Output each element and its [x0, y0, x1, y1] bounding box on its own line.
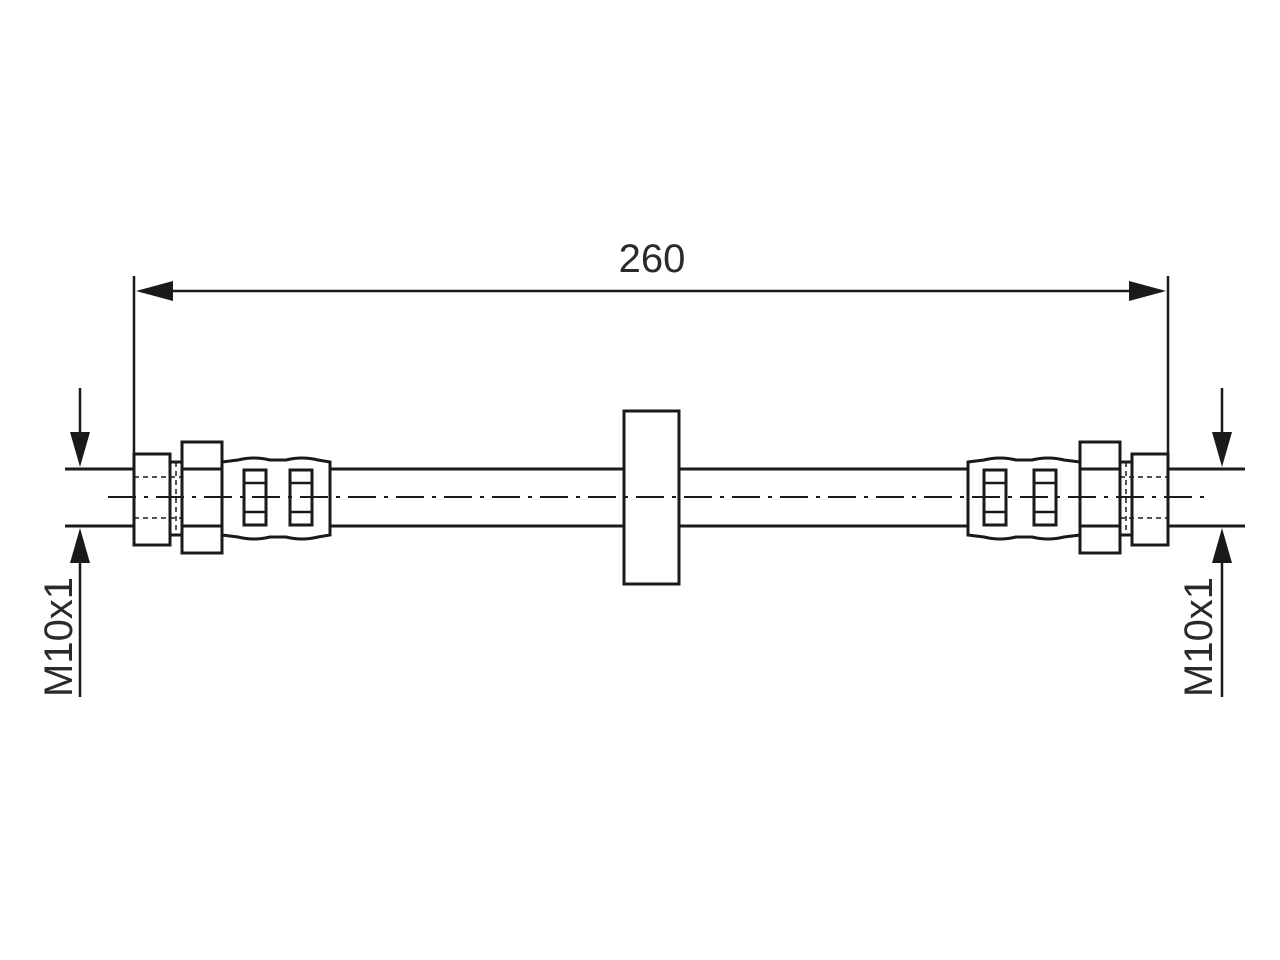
left-thread-arrow-bottom	[70, 528, 90, 563]
right-thread-end	[1130, 452, 1170, 547]
right-thread-label: M10x1	[1177, 577, 1221, 697]
left-thread-end	[132, 452, 172, 547]
right-thread-arrow-bottom	[1212, 528, 1232, 563]
length-arrow-right	[1129, 281, 1166, 301]
overall-length-dimension: 260	[132, 237, 1170, 460]
length-label: 260	[619, 237, 686, 281]
length-arrow-left	[136, 281, 173, 301]
left-fitting	[132, 440, 332, 555]
left-crimp-sleeve	[220, 456, 332, 541]
right-thread-arrow-top	[1212, 432, 1232, 467]
left-thread-label: M10x1	[37, 577, 81, 697]
right-thread-dimension: M10x1	[1177, 388, 1232, 697]
left-thread-arrow-top	[70, 432, 90, 467]
left-thread-dimension: M10x1	[37, 388, 90, 697]
